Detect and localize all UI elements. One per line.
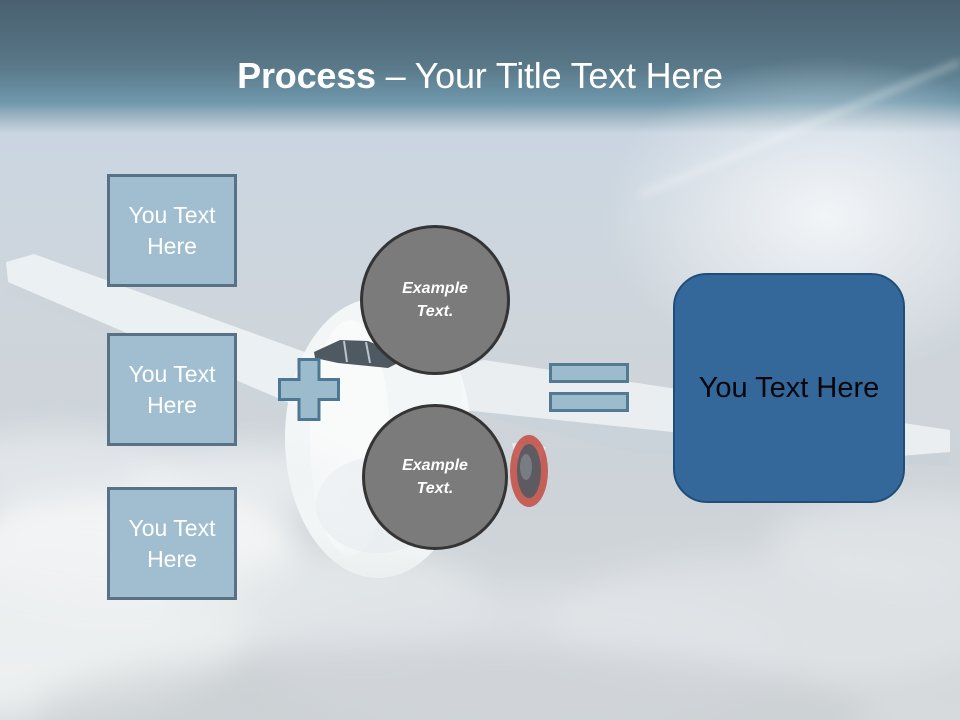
process-box-label: You Text Here [128,514,216,572]
title-separator: – [385,55,406,96]
process-box-3: You Text Here [107,487,237,600]
result-box: You Text Here [673,273,905,503]
engine [510,435,548,507]
slide-title: Process – Your Title Text Here [0,56,960,96]
process-box-1: You Text Here [107,174,237,287]
equals-icon [549,363,629,412]
title-text: Your Title Text Here [414,55,723,96]
equals-bar-top [549,363,629,383]
equals-bar-bottom [549,392,629,412]
example-circle-2: Example Text. [362,404,508,550]
plus-icon [278,358,340,421]
process-box-label: You Text Here [128,360,216,418]
example-circle-label: Example Text. [402,280,468,320]
process-box-label: You Text Here [128,201,216,259]
process-box-2: You Text Here [107,333,237,446]
example-circle-label: Example Text. [402,457,468,497]
example-circle-1: Example Text. [360,225,510,375]
title-keyword: Process [237,55,376,96]
result-box-label: You Text Here [698,371,880,404]
